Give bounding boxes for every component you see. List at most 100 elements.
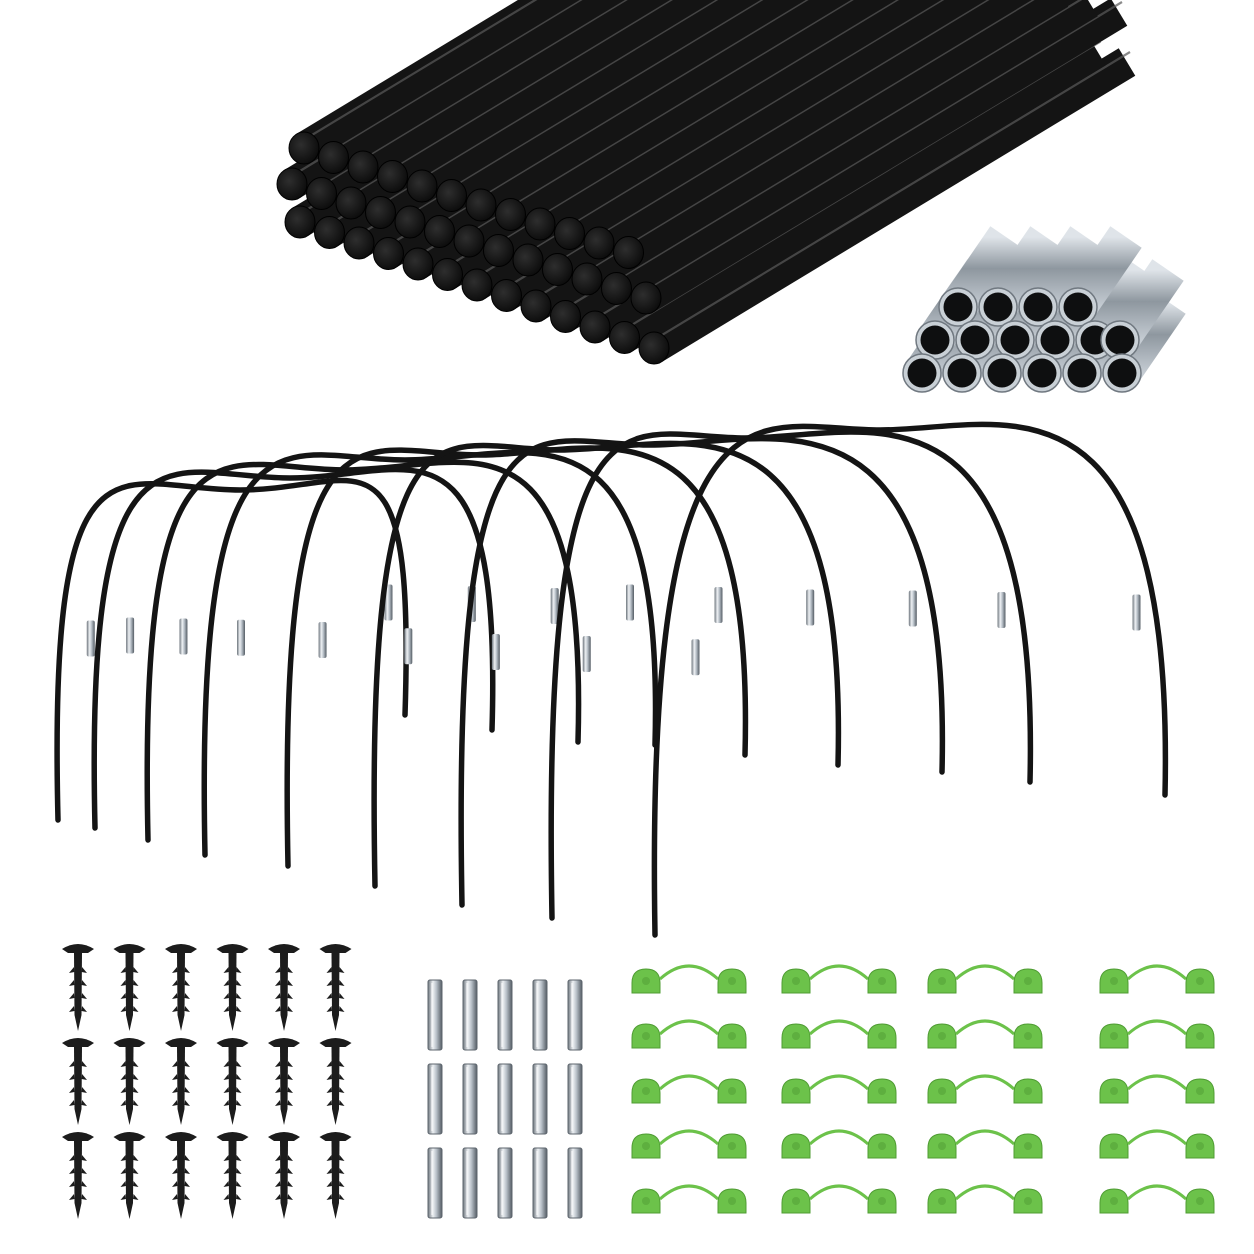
metal-connector (567, 1147, 583, 1219)
tube-opening (1063, 292, 1093, 322)
ground-stake (268, 1132, 300, 1219)
stake-barb (172, 1194, 178, 1200)
stake-barb (81, 1181, 87, 1187)
clip-hole (878, 1142, 886, 1150)
hoop-1 (54, 477, 409, 823)
stake-barb (133, 1194, 139, 1200)
clip-strap (954, 1129, 1016, 1146)
rod-body (616, 37, 1106, 352)
stake-barb (133, 1168, 139, 1174)
stake-barb (223, 1181, 229, 1187)
hoop-joint (86, 620, 95, 657)
stake-barb (236, 1061, 242, 1067)
clip-strap (658, 1184, 720, 1201)
stake-barb (69, 1100, 75, 1106)
metal-connectors-grid (427, 979, 583, 1219)
stake-barb (172, 1061, 178, 1067)
metal-connector (427, 979, 443, 1051)
stake-barb (172, 1074, 178, 1080)
rod-highlight (306, 0, 538, 139)
green-clip (631, 1129, 747, 1159)
hoop-joint (550, 588, 559, 624)
stake-barb (223, 967, 229, 973)
ground-stake (268, 944, 300, 1031)
stake-shaft (331, 1141, 340, 1219)
stake-barb (275, 1181, 281, 1187)
clip-hole (1110, 1032, 1118, 1040)
rod-end (347, 150, 379, 184)
stake-barb (287, 1006, 293, 1012)
green-clip (781, 1074, 897, 1104)
stake-barb (133, 1061, 139, 1067)
stake-head (216, 1038, 249, 1047)
stake-barb (275, 1155, 281, 1161)
stake-barb (287, 1074, 293, 1080)
stake-head (319, 1038, 352, 1047)
green-clip (1099, 1129, 1215, 1159)
stake-barb (184, 1194, 190, 1200)
metal-connector (532, 1147, 548, 1219)
stake-barb (184, 1087, 190, 1093)
rod-body (325, 0, 625, 172)
stake-barb (69, 993, 75, 999)
clip-strap (954, 964, 1016, 981)
clip-hole (1196, 1032, 1204, 1040)
ground-stake (268, 1038, 300, 1125)
hoop-joint (714, 587, 723, 623)
metal-connector (497, 979, 513, 1051)
stake-barb (326, 1006, 332, 1012)
stake-shaft (331, 1047, 340, 1125)
stake-barb (287, 1155, 293, 1161)
stake-barb (236, 1074, 242, 1080)
clip-hole (1196, 1197, 1204, 1205)
stake-barb (69, 980, 75, 986)
rod-highlight (618, 0, 1083, 280)
ground-stake (216, 944, 249, 1031)
stake-barb (69, 1194, 75, 1200)
stake-barb (69, 1074, 75, 1080)
stake-barb (275, 1061, 281, 1067)
metal-connector (462, 1147, 478, 1219)
rod-highlight (512, 0, 854, 206)
ground-stake (62, 1038, 94, 1125)
stake-barb (236, 1006, 242, 1012)
stake-barb (287, 1181, 293, 1187)
stake-barb (236, 1087, 242, 1093)
clip-hole (938, 977, 946, 985)
stake-barb (133, 1006, 139, 1012)
ground-stakes-grid (62, 944, 352, 1219)
hoop-8 (548, 429, 1034, 921)
stake-barb (275, 1087, 281, 1093)
metal-connector (427, 1147, 443, 1219)
clip-hole (792, 1032, 800, 1040)
stake-barb (339, 980, 345, 986)
stake-barb (81, 1168, 87, 1174)
stake-barb (326, 1074, 332, 1080)
rod-end (579, 310, 611, 344)
rod-highlight (424, 0, 719, 177)
clip-strap (658, 1074, 720, 1091)
rod-end (453, 224, 485, 258)
tube-opening (943, 292, 973, 322)
stake-barb (236, 1181, 242, 1187)
rod-body (384, 0, 716, 191)
rod-end (432, 258, 463, 291)
clip-hole (728, 977, 736, 985)
clip-strap (658, 1019, 720, 1036)
clip-hole (1110, 1142, 1118, 1150)
stake-barb (69, 1168, 75, 1174)
stake-barb (172, 1181, 178, 1187)
stake-barb (184, 1061, 190, 1067)
clip-hole (1024, 1087, 1032, 1095)
stake-head (216, 944, 249, 953)
stake-barb (223, 1006, 229, 1012)
green-clip (927, 1074, 1043, 1104)
stake-barb (133, 1155, 139, 1161)
green-clip (781, 1019, 897, 1049)
rod-end (483, 234, 514, 267)
clip-hole (728, 1032, 736, 1040)
stake-shaft (331, 953, 340, 1031)
stake-barb (120, 1168, 126, 1174)
rod-highlight (453, 0, 764, 187)
stake-barb (120, 1061, 126, 1067)
